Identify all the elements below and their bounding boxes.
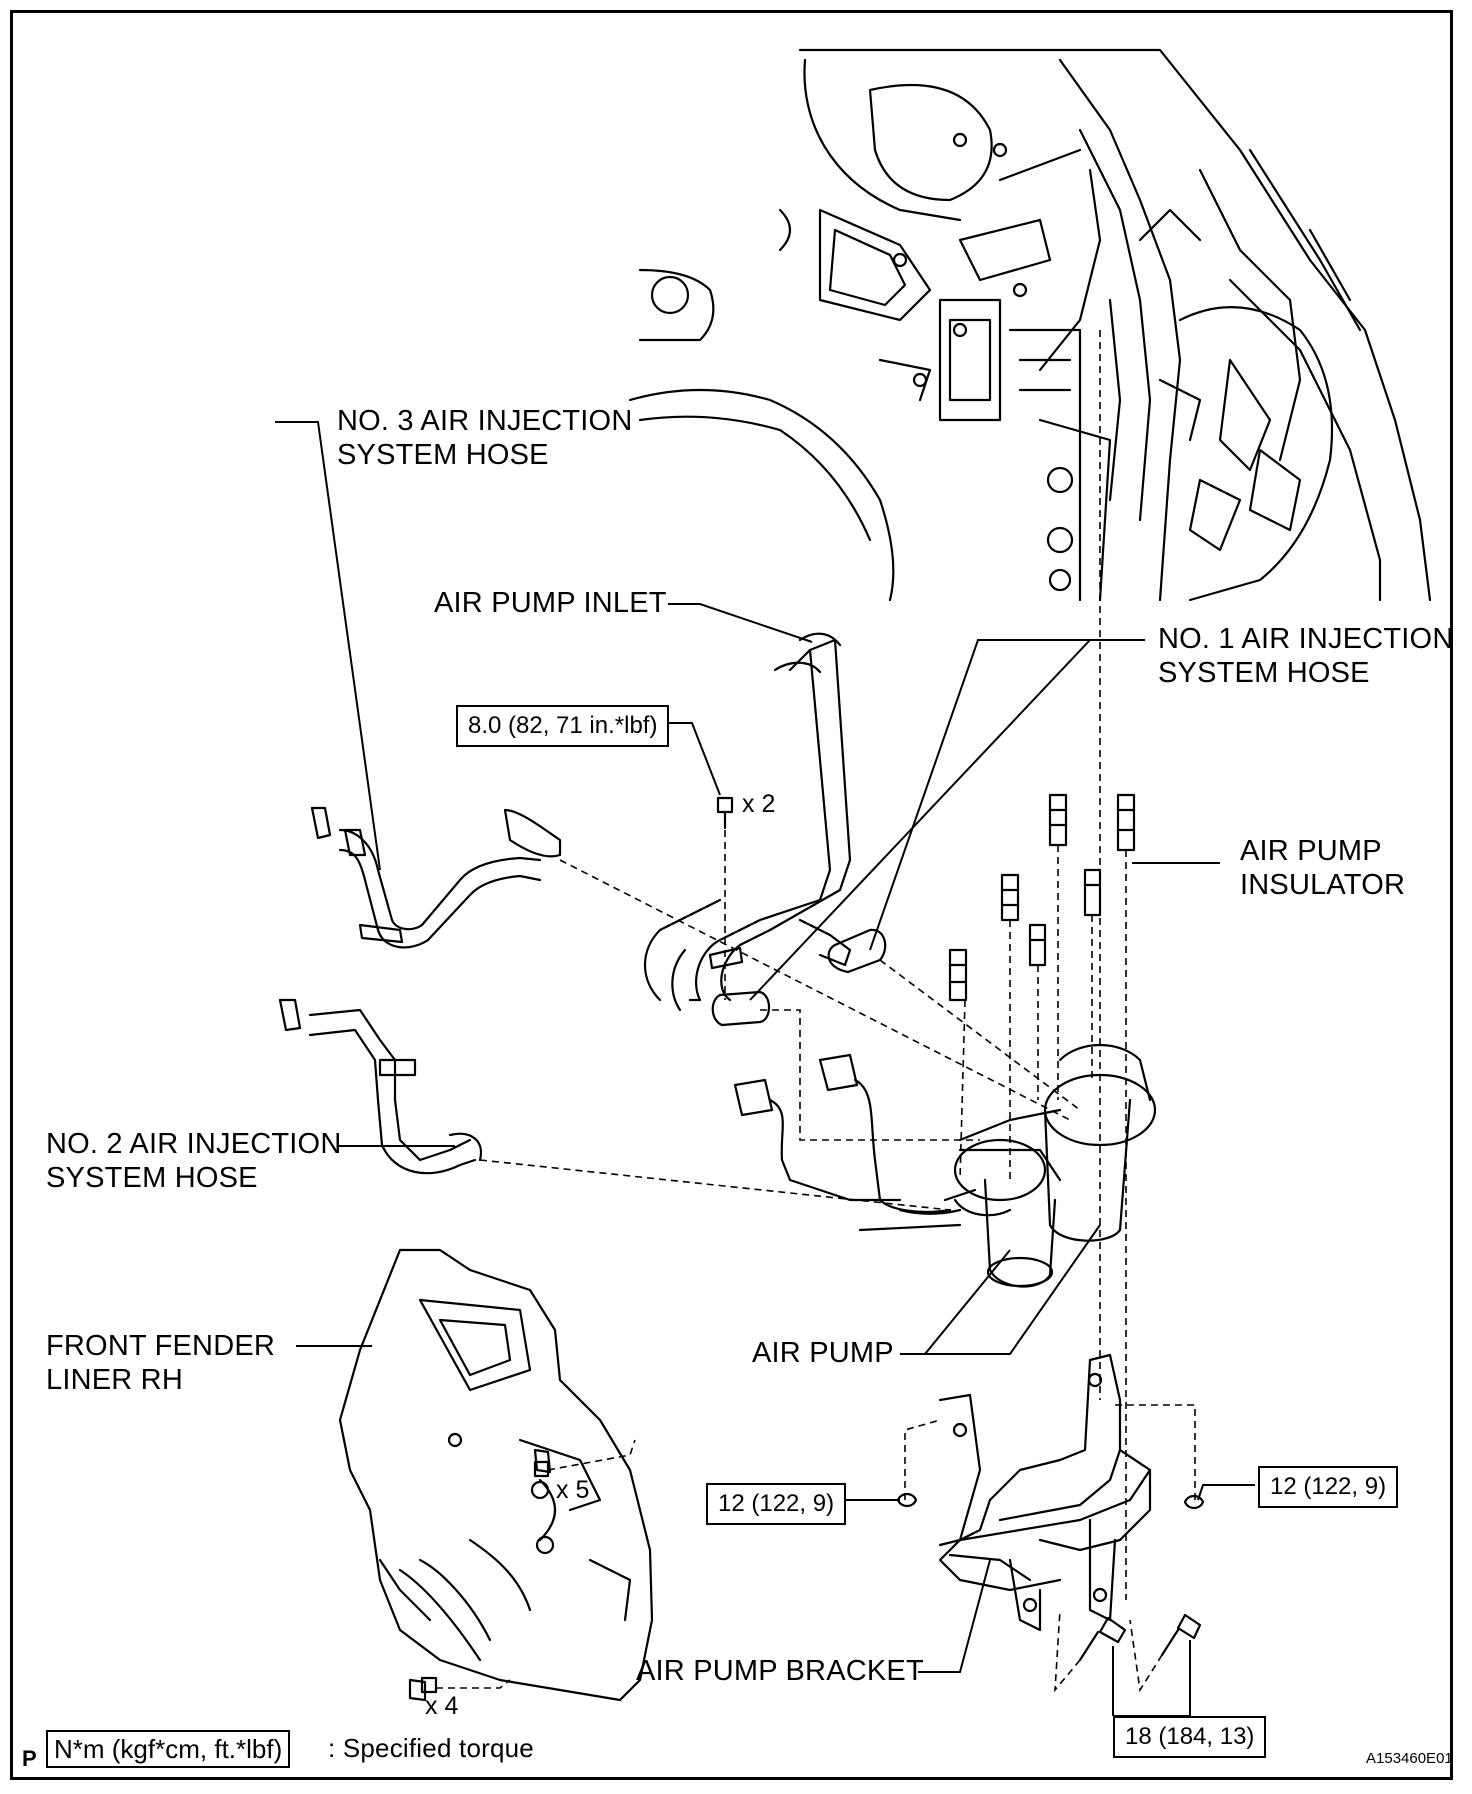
no1-hose-drawing [711, 928, 887, 1027]
legend-description: : Specified torque [328, 1733, 534, 1763]
air-pump-insulators-drawing [948, 793, 1136, 1002]
label-liner-line2: LINER RH [46, 1364, 183, 1396]
label-front-fender-liner-rh: FRONT FENDER LINER RH [46, 1329, 275, 1397]
label-no1-line1: NO. 1 AIR INJECTION [1158, 623, 1454, 655]
qty-liner-clips-lower: x 4 [425, 1692, 459, 1720]
torque-inlet-bolt: 8.0 (82, 71 in.*lbf) [456, 705, 670, 747]
label-air-pump-bracket: AIR PUMP BRACKET [636, 1655, 924, 1687]
label-air-pump: AIR PUMP [752, 1337, 894, 1369]
label-no2-air-injection-hose: NO. 2 AIR INJECTION SYSTEM HOSE [46, 1127, 341, 1195]
label-no3-air-injection-hose: NO. 3 AIR INJECTION SYSTEM HOSE [337, 404, 632, 472]
label-insulator-line1: AIR PUMP [1240, 835, 1382, 867]
fasteners-drawing [420, 796, 1205, 1694]
label-no1-line2: SYSTEM HOSE [1158, 657, 1370, 689]
diagram-frame [10, 10, 1453, 1780]
legend-torque-unit-box: N*m (kgf*cm, ft.*lbf) [46, 1730, 291, 1768]
label-air-pump-insulator: AIR PUMP INSULATOR [1240, 834, 1405, 902]
label-liner-line1: FRONT FENDER [46, 1330, 276, 1362]
figure-id: A153460E01 [1366, 1750, 1453, 1767]
air-pump-bracket-drawing [938, 1353, 1152, 1632]
no3-hose-drawing [310, 806, 562, 949]
label-no3-line1: NO. 3 AIR INJECTION [337, 405, 633, 437]
label-no2-line1: NO. 2 AIR INJECTION [46, 1128, 342, 1160]
no2-hose-drawing [278, 998, 483, 1175]
torque-bracket-nut-left: 12 (122, 9) [706, 1483, 847, 1525]
label-air-pump-inlet: AIR PUMP INLET [434, 587, 667, 619]
label-no1-air-injection-hose: NO. 1 AIR INJECTION SYSTEM HOSE [1158, 622, 1453, 690]
engine-compartment-drawing [628, 48, 1432, 602]
label-no2-line2: SYSTEM HOSE [46, 1162, 258, 1194]
corner-mark: P [22, 1746, 37, 1771]
fender-liner-drawing [338, 1248, 654, 1702]
qty-liner-clips-upper: x 5 [556, 1476, 590, 1504]
wiring-harness-drawing [733, 1053, 962, 1232]
torque-bracket-bolts: 18 (184, 13) [1113, 1716, 1267, 1758]
label-insulator-line2: INSULATOR [1240, 869, 1406, 901]
qty-inlet-bolts: x 2 [742, 790, 776, 818]
torque-bracket-nut-right: 12 (122, 9) [1258, 1466, 1399, 1508]
air-pump-inlet-drawing [643, 632, 852, 1012]
label-no3-line2: SYSTEM HOSE [337, 439, 549, 471]
air-pump-drawing [943, 1043, 1157, 1288]
